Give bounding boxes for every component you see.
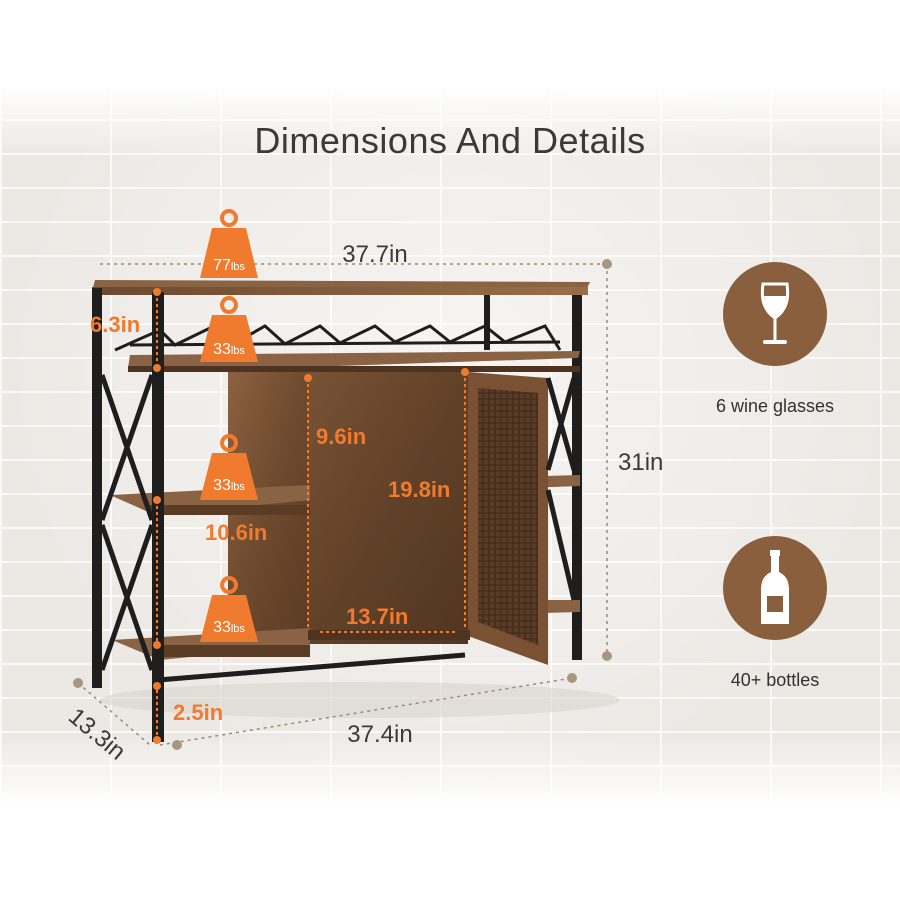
- top-width-label: 37.7in: [342, 241, 407, 268]
- weight-unit: lbs: [231, 481, 246, 493]
- wine-glass-icon: [723, 262, 827, 366]
- orange-marker-dots: [153, 288, 469, 744]
- weight-value: 33: [213, 619, 231, 636]
- top-gap-label: 6.3in: [90, 312, 140, 337]
- feature-wine-glasses: 6 wine glasses: [675, 262, 875, 417]
- weight-unit: lbs: [231, 261, 246, 273]
- weight-value: 77: [213, 257, 231, 274]
- feature-bottles: 40+ bottles: [675, 536, 875, 691]
- page-title: Dimensions And Details: [254, 120, 646, 161]
- depth-label: 13.3in: [63, 703, 130, 766]
- weight-tag-top: 77lbs: [200, 209, 258, 278]
- orange-dimension-markers: [156, 292, 466, 740]
- svg-text:33lbs: 33lbs: [213, 477, 245, 494]
- svg-text:77lbs: 77lbs: [213, 257, 245, 274]
- wine-bottle-icon: [723, 536, 827, 640]
- wine-cabinet: [92, 280, 590, 742]
- feature-label: 40+ bottles: [730, 670, 820, 690]
- weight-value: 33: [213, 477, 231, 494]
- cabinet-width-label: 13.7in: [346, 604, 408, 629]
- svg-text:33lbs: 33lbs: [213, 619, 245, 636]
- dimension-endpoints: [73, 259, 612, 750]
- dimension-lines: [77, 263, 608, 746]
- weight-tag-middle-shelf: 33lbs: [200, 434, 258, 500]
- weight-unit: lbs: [231, 623, 246, 635]
- background-fade-bottom: [0, 735, 900, 805]
- svg-text:33lbs: 33lbs: [213, 341, 245, 358]
- cabinet-height-label: 19.8in: [388, 477, 450, 502]
- weight-value: 33: [213, 341, 231, 358]
- weight-tag-bottom-shelf: 33lbs: [200, 576, 258, 642]
- weight-unit: lbs: [231, 345, 246, 357]
- bottom-width-label: 37.4in: [347, 721, 412, 748]
- foot-height-label: 2.5in: [173, 700, 223, 725]
- height-label: 31in: [618, 449, 663, 476]
- inner-upper-label: 9.6in: [316, 424, 366, 449]
- background-fade-top: [0, 85, 900, 155]
- floor-shadow: [100, 682, 620, 718]
- weight-tag-upper-shelf: 33lbs: [200, 296, 258, 362]
- feature-label: 6 wine glasses: [715, 396, 835, 416]
- shelf-gap-label: 10.6in: [205, 520, 267, 545]
